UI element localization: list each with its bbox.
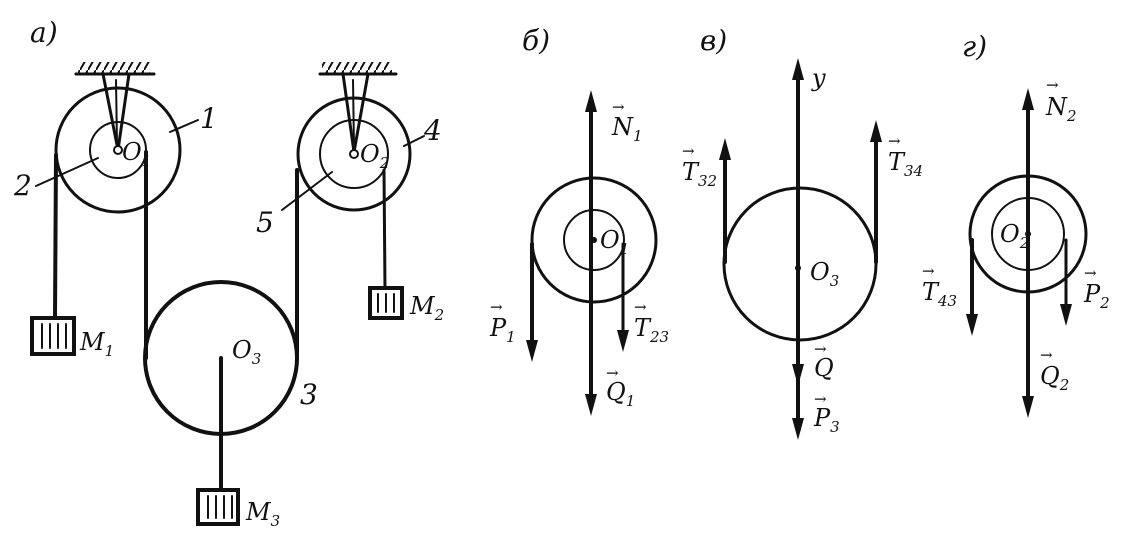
pulley-1-2: [54, 86, 182, 214]
svg-text:→: →: [1084, 264, 1097, 282]
pulley-1-outer: [54, 86, 182, 214]
label-1: 1: [200, 102, 218, 135]
mass-m2: [368, 286, 404, 320]
arrow-y: [792, 58, 804, 80]
panel-c-tag: в): [700, 24, 727, 57]
svg-text:→: →: [612, 98, 625, 116]
pulley-d-outer: [968, 174, 1088, 294]
rope-m1: [53, 153, 58, 320]
label-n1: N1: [611, 113, 643, 145]
mass-m1: [30, 316, 76, 356]
label-m1: M1: [79, 328, 114, 360]
label-p2: P2: [1083, 280, 1110, 312]
label-t43: T43: [922, 278, 957, 310]
label-m2: M2: [409, 292, 444, 324]
pulley-5-inner: [319, 119, 389, 189]
rope-m2: [382, 168, 387, 292]
label-n2: N2: [1045, 93, 1077, 125]
svg-text:→: →: [606, 364, 619, 382]
label-m3: M3: [245, 498, 280, 530]
label-b-o1: O1: [600, 226, 629, 258]
svg-text:→: →: [634, 298, 647, 316]
arrow-q: [792, 364, 804, 386]
svg-text:→: →: [682, 142, 695, 160]
mass-m3: [196, 488, 240, 526]
pulley-d-inner: [991, 197, 1065, 271]
ceiling-support-2: [318, 62, 398, 153]
panel-b-tag: б): [522, 24, 550, 57]
panel-b: б) N1 → O1 P1 → T23 → Q1 →: [489, 24, 669, 416]
pulley-4-outer: [296, 96, 412, 212]
label-c-o3: O3: [810, 258, 839, 290]
label-t23: T23: [634, 314, 669, 346]
label-5: 5: [256, 206, 274, 239]
pulley-4-5: [296, 96, 412, 212]
svg-text:→: →: [1046, 76, 1059, 94]
label-q1: Q1: [606, 378, 635, 410]
label-t32: T32: [682, 158, 717, 190]
panel-a: a) O1 1 2 M1: [13, 16, 444, 530]
arrow-q2: [1022, 396, 1034, 418]
pulley-b-inner: [563, 209, 625, 271]
label-o3: O3: [232, 336, 261, 368]
pulley-b-outer: [530, 176, 658, 304]
panel-d: г) N2 → O2 T43 → P2 → Q2 →: [922, 30, 1110, 418]
ceiling-support-1: [74, 62, 156, 151]
panel-d-tag: г): [962, 30, 987, 63]
svg-text:→: →: [490, 298, 503, 316]
svg-text:→: →: [814, 340, 827, 358]
label-y: y: [811, 64, 826, 92]
svg-text:→: →: [814, 390, 827, 408]
arrow-n2: [1022, 88, 1034, 110]
label-q2: Q2: [1040, 362, 1069, 394]
panel-c: в) y T32 → T34 → O3 Q → P3 →: [682, 24, 923, 440]
axle-o1: [113, 145, 123, 155]
label-4: 4: [423, 114, 442, 147]
label-o2: O2: [360, 140, 389, 172]
svg-text:→: →: [1040, 346, 1053, 364]
label-t34: T34: [888, 148, 923, 180]
arrow-q1: [585, 394, 597, 416]
label-d-o2: O2: [1000, 220, 1029, 252]
arrow-n1: [585, 90, 597, 112]
axle-o2: [349, 149, 359, 159]
label-2: 2: [13, 169, 32, 202]
label-q: Q: [814, 354, 834, 382]
svg-text:→: →: [888, 132, 901, 150]
panel-a-tag: a): [30, 16, 58, 49]
label-p1: P1: [489, 314, 516, 346]
svg-text:→: →: [922, 262, 935, 280]
label-3: 3: [300, 378, 318, 411]
arrow-p3: [792, 418, 804, 440]
label-p3: P3: [813, 404, 840, 436]
